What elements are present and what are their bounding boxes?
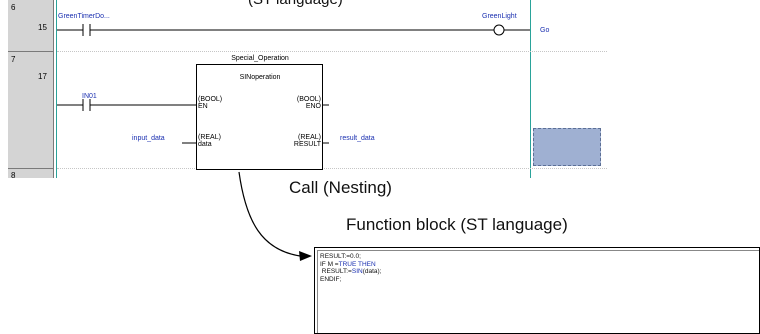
selected-cell[interactable]	[533, 128, 601, 166]
contact-label: IN01	[82, 93, 97, 100]
fb-result-name: RESULT	[293, 141, 321, 148]
fb-eno-name: ENO	[305, 103, 321, 110]
st-code-line: ENDIF;	[320, 276, 382, 284]
output-label: Go	[540, 27, 550, 34]
fb-type-name: SINoperation	[239, 74, 281, 81]
st-code-editor[interactable]: RESULT:=0.0;IF M =TRUE THEN RESULT:=SIN(…	[317, 250, 759, 333]
fb-data-type: (REAL)	[198, 134, 221, 141]
fb-instance-name: Special_Operation	[231, 55, 289, 62]
rung-number: 8	[11, 171, 16, 178]
step-number: 17	[38, 72, 47, 81]
fb-data-name: data	[198, 141, 212, 148]
coil-label: GreenLight	[482, 13, 517, 20]
st-code-lines: RESULT:=0.0;IF M =TRUE THEN RESULT:=SIN(…	[320, 253, 382, 283]
ladder-editor: (ST language) 6 15 7 17 8 GreenTimerDo..…	[8, 0, 607, 178]
st-code-token: RESULT:=	[320, 268, 352, 275]
st-code-line: RESULT:=SIN(data);	[320, 268, 382, 276]
st-code-token: IF M =	[320, 260, 339, 268]
row-separator	[8, 51, 54, 52]
left-power-rail	[56, 0, 57, 178]
call-caption: Call (Nesting)	[289, 178, 392, 197]
st-code-token: RESULT:=0.0;	[320, 253, 361, 260]
row-separator	[8, 168, 54, 169]
st-code-token: SIN	[351, 268, 363, 275]
st-code-window[interactable]: RESULT:=0.0;IF M =TRUE THEN RESULT:=SIN(…	[314, 247, 760, 334]
fb-en-type: (BOOL)	[198, 96, 223, 103]
contact-label: GreenTimerDo...	[58, 13, 110, 20]
right-power-rail	[530, 0, 531, 178]
row-number-column	[8, 0, 54, 178]
rung-number: 7	[11, 55, 16, 64]
rung-number: 6	[11, 3, 16, 12]
fb-result-type: (REAL)	[298, 134, 321, 141]
fb-eno-type: (BOOL)	[296, 96, 321, 103]
function-block-caption: Function block (ST language)	[346, 215, 568, 234]
rung-divider	[57, 168, 607, 169]
st-code-line: IF M =TRUE THEN	[320, 261, 382, 269]
st-code-token: (data);	[362, 268, 382, 275]
function-block[interactable]	[196, 64, 323, 170]
st-code-token: TRUE THEN	[338, 260, 376, 268]
fb-en-name: EN	[198, 103, 208, 110]
step-number: 15	[38, 23, 47, 32]
ladder-wiring	[57, 24, 530, 144]
st-code-token: ENDIF;	[320, 275, 342, 283]
output-variable: result_data	[340, 135, 375, 142]
st-code-line: RESULT:=0.0;	[320, 253, 382, 261]
row-number-divider	[53, 0, 54, 178]
rung-divider	[57, 51, 607, 52]
input-variable: input_data	[132, 135, 165, 142]
title-fragment: (ST language)	[248, 0, 343, 8]
